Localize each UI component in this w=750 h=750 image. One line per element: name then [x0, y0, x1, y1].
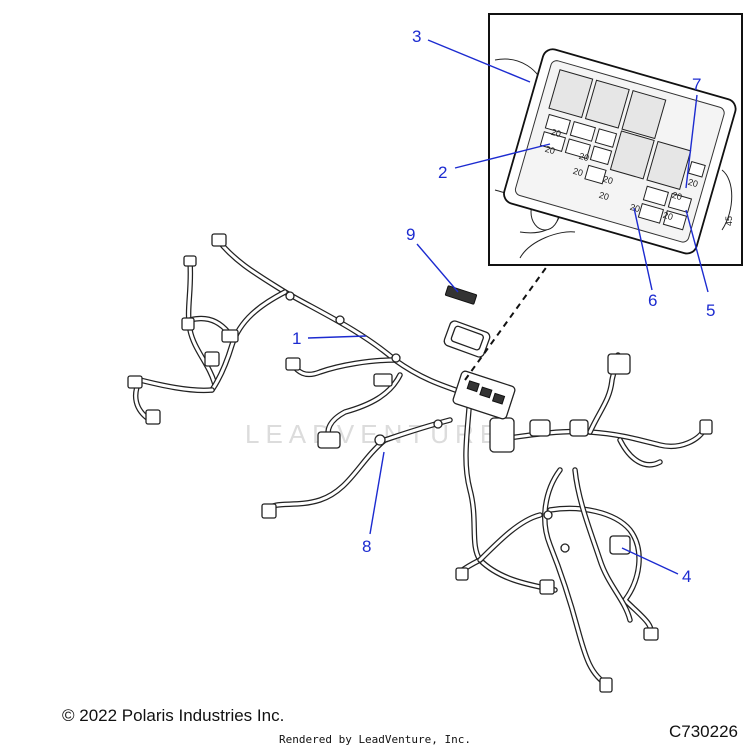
fuse-mark: 20 [671, 190, 683, 202]
fuse-mark: 20 [662, 210, 674, 222]
fuse-box-cover [443, 320, 491, 358]
callout-leaders [307, 39, 709, 575]
fuse-mark: 20 [598, 190, 610, 202]
fuse-label-part [444, 285, 478, 305]
callout-9: 9 [406, 225, 415, 244]
callout-7: 7 [692, 75, 701, 94]
callout-4: 4 [682, 567, 691, 586]
watermark: LEADVENTURE [245, 419, 503, 449]
fuse-mark: 20 [687, 177, 699, 189]
fuse-mark: 20 [550, 127, 562, 139]
callout-6: 6 [648, 291, 657, 310]
fuse-mark: 20 [572, 166, 584, 178]
harness-connectors [127, 233, 713, 693]
rendered-by-credit: Rendered by LeadVenture, Inc. [278, 733, 472, 746]
callout-8: 8 [362, 537, 371, 556]
fuse-mark: 20 [629, 202, 641, 214]
main-wiring-harness [132, 237, 708, 688]
callout-3: 3 [412, 27, 421, 46]
fuse-mark: 20 [578, 151, 590, 163]
fuse-mark: 20 [544, 144, 556, 156]
harness-clips [285, 291, 570, 553]
harness-fuse-block [452, 370, 516, 420]
detail-reference-line [464, 264, 549, 381]
copyright-notice: © 2022 Polaris Industries Inc. [62, 706, 285, 725]
fuse-box-detail-inset: 20 20 20 20 20 20 20 20 20 20 45 [488, 13, 743, 266]
callout-2: 2 [438, 163, 447, 182]
callout-5: 5 [706, 301, 715, 320]
callout-1: 1 [292, 329, 301, 348]
fuse-mark: 20 [602, 174, 614, 186]
fusebox-side-mark: 45 [724, 216, 734, 226]
figure-id: C730226 [668, 722, 738, 741]
